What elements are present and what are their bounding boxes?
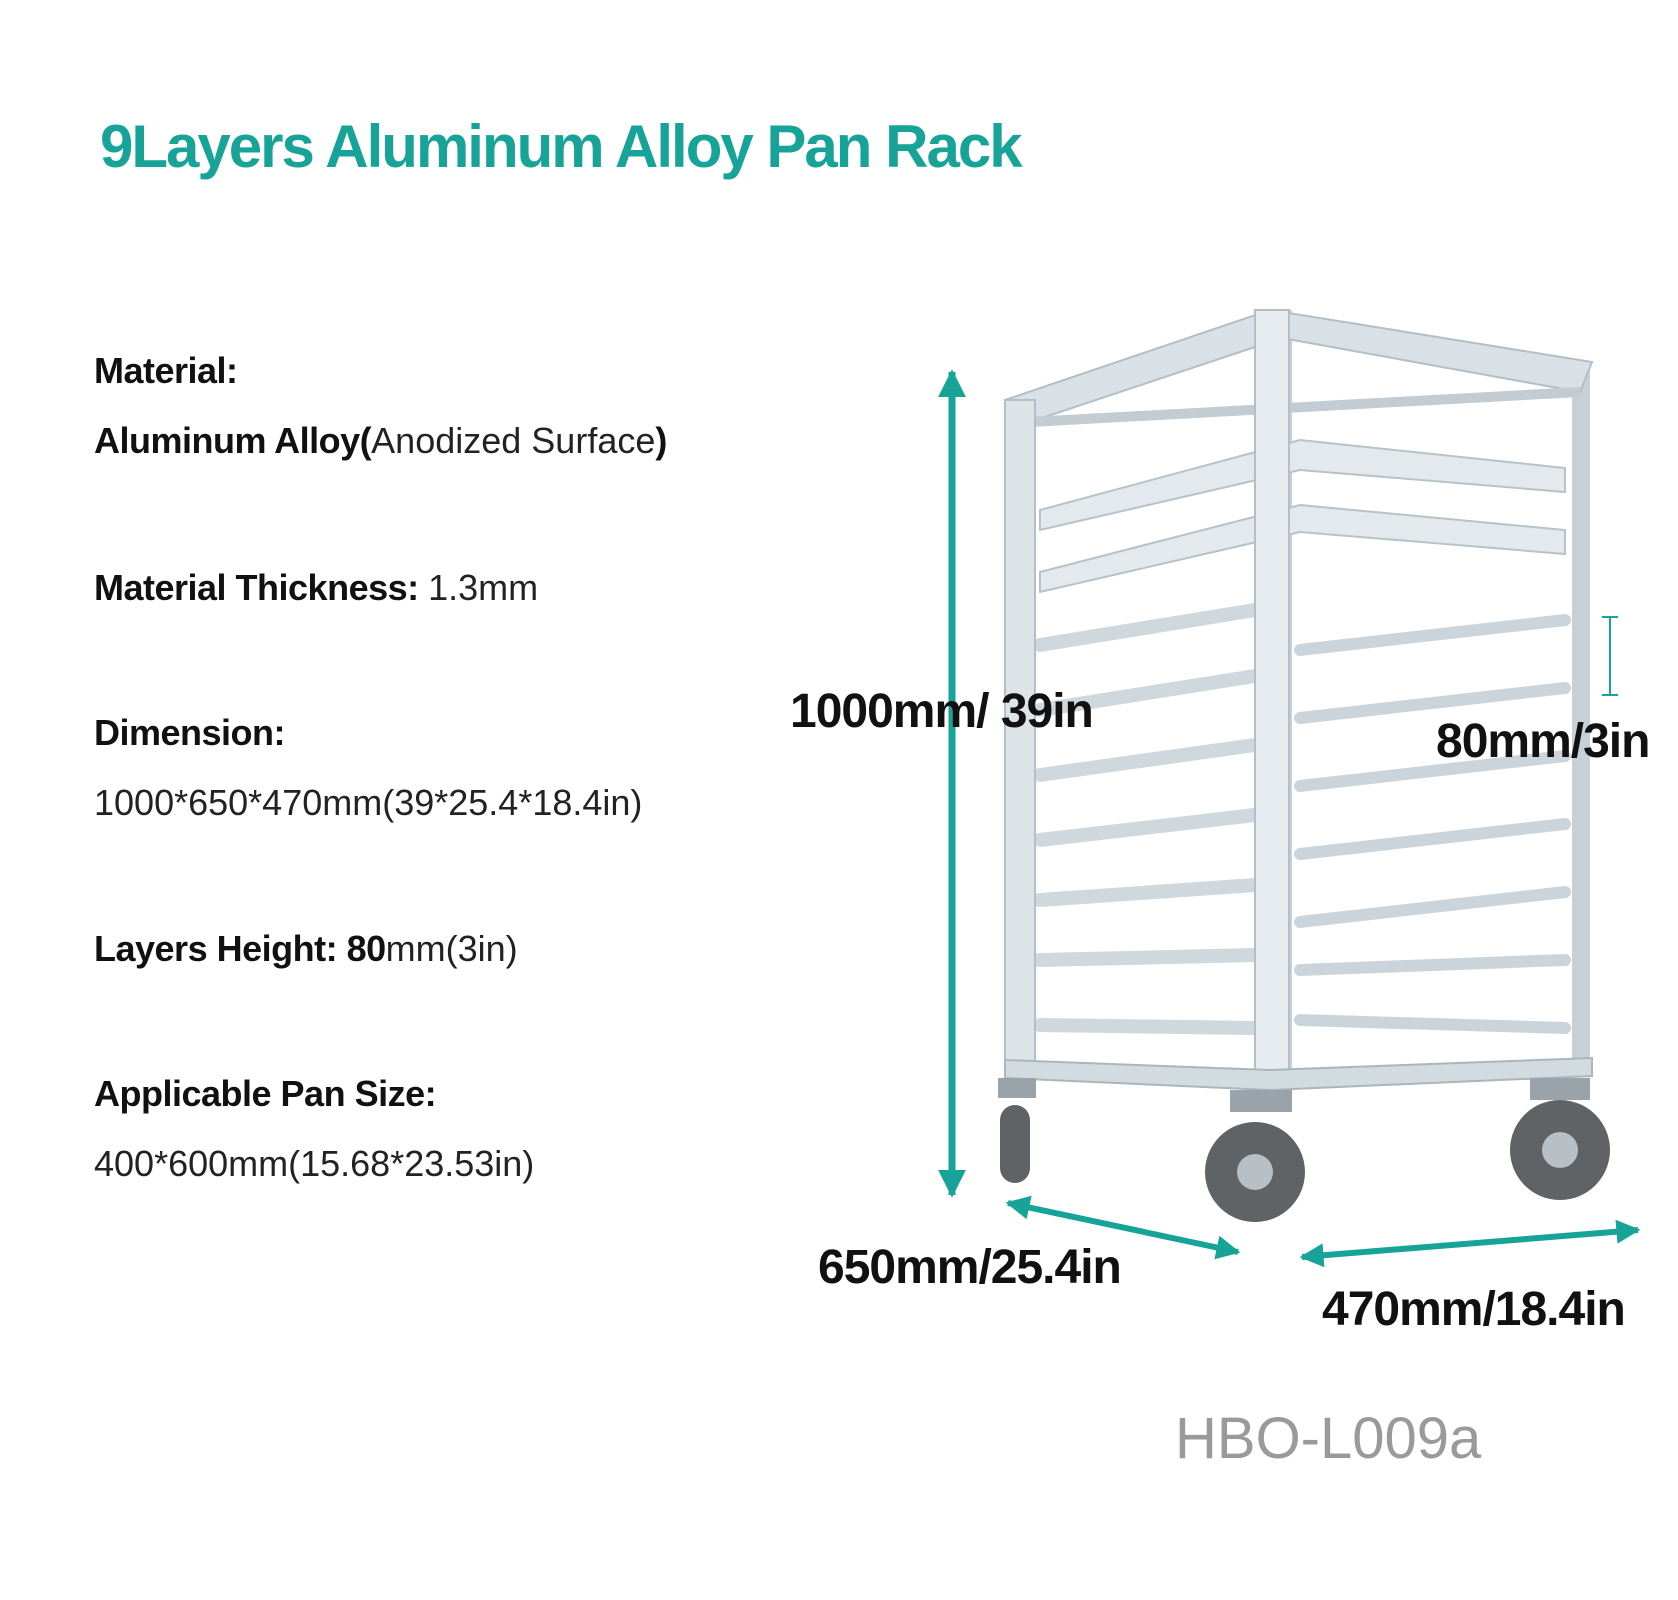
caster-front-left [998, 1078, 1036, 1183]
rack-pan-1 [1039, 438, 1566, 532]
caster-front-right [1205, 1090, 1305, 1222]
rack-bottom-frame [1004, 1056, 1593, 1092]
material-value: Aluminum Alloy(Anodized Surface) [94, 420, 667, 461]
height-dimension-label: 1000mm/ 39in [790, 685, 1094, 738]
layer-dimension-label: 80mm/3in [1436, 715, 1650, 768]
dimension-label: Dimension: [94, 712, 286, 753]
rack-pan-2 [1039, 503, 1566, 594]
rack-back-right-post [1572, 362, 1590, 1077]
layer-height-bracket [1602, 616, 1618, 696]
width-arrow [1299, 1219, 1641, 1268]
dimension-value: 1000*650*470mm(39*25.4*18.4in) [94, 782, 643, 823]
width-dimension-label: 470mm/18.4in [1322, 1283, 1626, 1336]
depth-dimension-label: 650mm/25.4in [818, 1241, 1122, 1294]
caster-back-right [1510, 1078, 1610, 1200]
pan-size-value: 400*600mm(15.68*23.53in) [94, 1143, 535, 1184]
thickness-spec: Material Thickness: 1.3mm [94, 567, 539, 608]
model-number: HBO-L009a [1175, 1406, 1482, 1471]
rack-left-rails [1033, 603, 1262, 1035]
layers-height-spec: Layers Height: 80mm(3in) [94, 928, 518, 969]
depth-arrow [1005, 1195, 1241, 1260]
rack-front-left-post [1004, 399, 1036, 1081]
rack-front-right-post [1254, 309, 1290, 1091]
pan-size-label: Applicable Pan Size: [94, 1073, 437, 1114]
material-label: Material: [94, 350, 238, 391]
rack-right-rails [1294, 614, 1571, 1034]
page-title: 9Layers Aluminum Alloy Pan Rack [100, 113, 1023, 180]
